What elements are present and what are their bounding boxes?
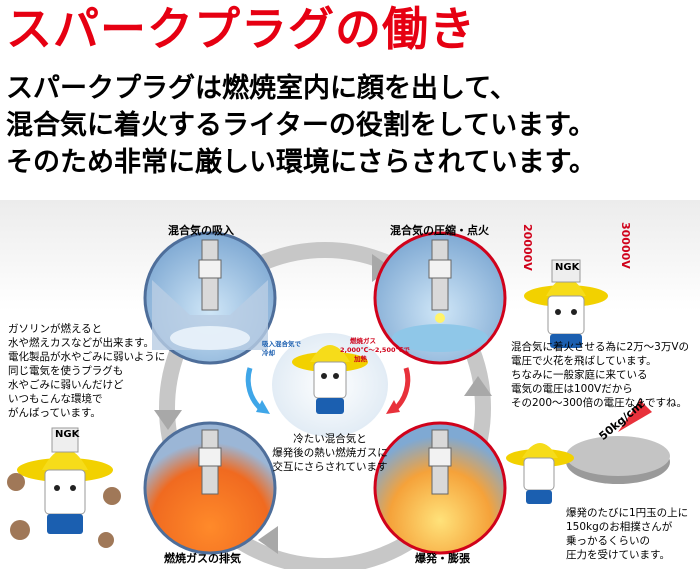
explosion-chamber: [373, 421, 507, 555]
bottom-note: 爆発のたびに1円玉の上に 150kgのお相撲さんが 乗っかるくらいの 圧力を受け…: [566, 507, 689, 561]
right-note: 混合気に着火させる為に2万～3万Vの 電圧で火花を飛ばしています。 ちなみに一般…: [511, 341, 690, 409]
heating-tag: 燃焼ガス 2,000℃～2,500℃で 加熱: [340, 337, 410, 363]
voltage-label-20000: 20000V: [521, 224, 534, 271]
stage-label-exhaust: 燃焼ガスの排気: [164, 552, 241, 565]
cycle-ring: [159, 242, 491, 569]
cooling-tag: 吸入混合気で 冷却: [262, 340, 301, 357]
top-right-mascot: [524, 259, 608, 348]
brand-label: NGK: [55, 429, 80, 440]
intro-line: 混合気に着火するライターの役割をしています。: [6, 110, 596, 141]
brand-label: NGK: [555, 262, 580, 273]
left-note: ガソリンが燃えると 水や燃えカスなどが出来ます。 電化製品が水やごみに弱いように…: [8, 323, 166, 419]
stage-label-compression: 混合気の圧縮・点火: [390, 224, 489, 237]
intro-line: スパークプラグは燃焼室内に顔を出して、: [6, 73, 517, 104]
bottom-right-mascot: [506, 443, 574, 504]
arrow-compression-to-explosion: [464, 376, 492, 396]
intro-text: スパークプラグは燃焼室内に顔を出して、 混合気に着火するライターの役割をしていま…: [6, 70, 596, 181]
voltage-label-30000: 30000V: [619, 222, 632, 269]
pressure-arrow: [618, 400, 652, 432]
center-caption: 冷たい混合気と 爆発後の熱い燃焼ガスに 交互にさらされています: [272, 433, 388, 473]
cycle-illustration: [7, 231, 670, 569]
heating-arrow: [392, 367, 411, 412]
left-mascot: [7, 427, 121, 548]
compression-chamber: [373, 231, 507, 365]
exhaust-chamber: [143, 421, 277, 555]
arrow-exhaust-to-intake: [154, 410, 182, 430]
pressure-weight: [566, 400, 670, 484]
engine-cycle-diagram: 混合気の吸入 混合気の圧縮・点火 爆発・膨張 燃焼ガスの排気 吸入混合気で 冷却…: [0, 200, 700, 569]
stage-label-intake: 混合気の吸入: [168, 224, 234, 237]
intake-chamber: [143, 231, 277, 365]
arrow-explosion-to-exhaust: [258, 526, 278, 554]
intro-line: そのため非常に厳しい環境にさらされています。: [6, 147, 596, 178]
stage-label-explosion: 爆発・膨張: [415, 552, 470, 565]
header: スパークプラグの働き スパークプラグは燃焼室内に顔を出して、 混合気に着火するラ…: [0, 0, 700, 200]
center-mascot: [292, 345, 368, 414]
cooling-arrow: [245, 367, 264, 412]
page-title: スパークプラグの働き: [6, 2, 476, 56]
